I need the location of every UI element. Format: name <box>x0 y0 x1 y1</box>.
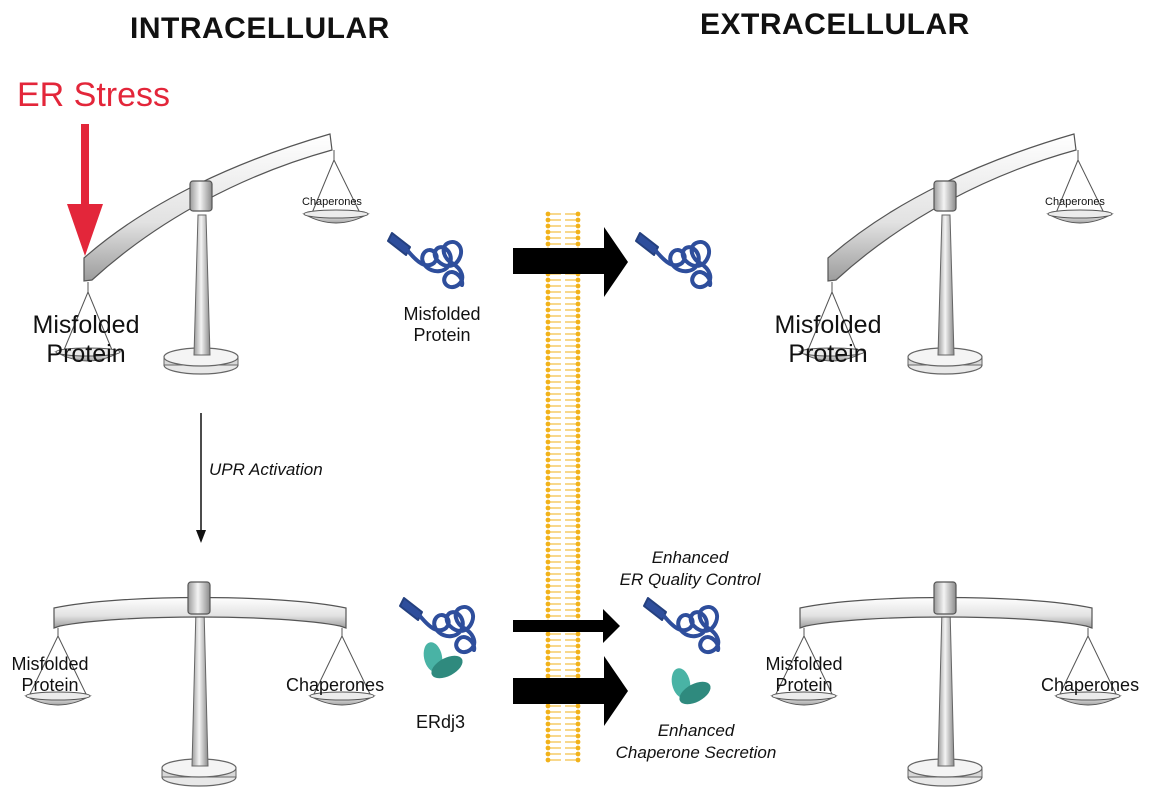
secretion-arrow-top <box>513 227 628 297</box>
enhanced-chaperone-secretion-label: Enhanced Chaperone Secretion <box>615 721 777 762</box>
misfolded-protein-label: Misfolded Protein <box>774 311 882 368</box>
chaperone-secretion-arrow <box>513 656 628 726</box>
er-stress-arrow <box>67 124 103 256</box>
erdj3-protein-icon <box>421 640 467 683</box>
extracellular-header: EXTRACELLULAR <box>700 8 970 41</box>
chaperones-label: Chaperones <box>286 675 385 695</box>
misfolded-protein-icon <box>634 231 713 290</box>
misfolded-protein-caption: Misfolded Protein <box>403 304 481 345</box>
misfolded-protein-icon <box>398 596 477 655</box>
chaperones-label: Chaperones <box>1041 675 1140 695</box>
scale-bottom-right <box>771 581 1121 787</box>
intracellular-header: INTRACELLULAR <box>130 12 390 45</box>
misfolded-protein-label: Misfolded Protein <box>765 654 843 695</box>
scale-top-right <box>799 133 1113 375</box>
misfolded-protein-icon <box>642 596 721 655</box>
chaperones-label: Chaperones <box>302 196 362 208</box>
misfolded-protein-icon <box>386 231 465 290</box>
misfolded-protein-label: Misfolded Protein <box>11 654 89 695</box>
scale-top-left <box>55 133 369 375</box>
enhanced-er-quality-control-label: Enhanced ER Quality Control <box>619 548 761 589</box>
upr-activation-arrow <box>196 413 206 543</box>
erdj3-protein-icon <box>669 666 715 709</box>
quality-control-arrow <box>513 609 620 643</box>
chaperones-label: Chaperones <box>1045 196 1105 208</box>
misfolded-protein-label: Misfolded Protein <box>32 311 140 368</box>
upr-activation-label: UPR Activation <box>209 460 323 479</box>
er-stress-label: ER Stress <box>17 76 171 114</box>
erdj3-label: ERdj3 <box>416 712 466 732</box>
scale-bottom-left <box>25 581 375 787</box>
